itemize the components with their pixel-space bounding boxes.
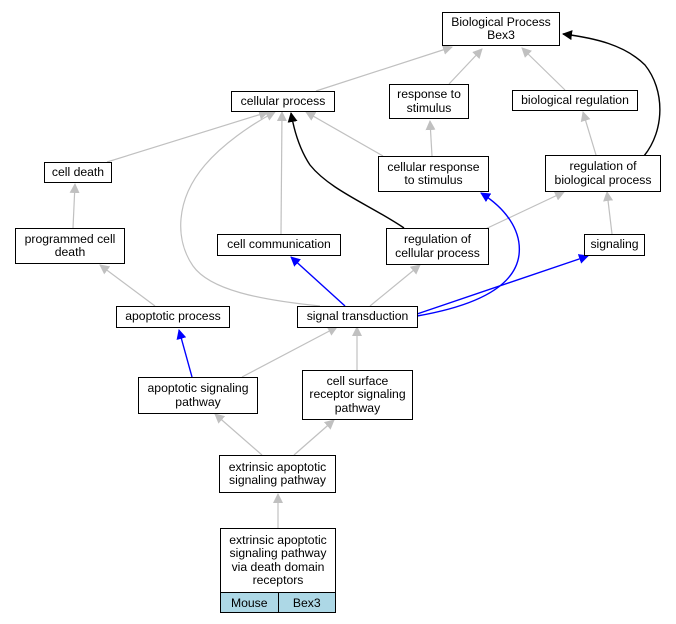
- edge-cellular-response-to-cellular-process: [305, 111, 384, 157]
- annotation-row: Mouse Bex3: [221, 592, 335, 612]
- node-cellular-response-to-stimulus[interactable]: cellular response to stimulus: [378, 156, 489, 192]
- node-cell-death[interactable]: cell death: [44, 162, 112, 183]
- node-cell-surface-receptor-signaling-pathway[interactable]: cell surface receptor signaling pathway: [302, 370, 413, 420]
- gene-cell: Bex3: [277, 593, 335, 612]
- edge-programmed-cell-death-to-cell-death: [69, 183, 80, 229]
- node-cellular-process[interactable]: cellular process: [231, 91, 335, 112]
- node-apoptotic-signaling-pathway[interactable]: apoptotic signaling pathway: [138, 377, 258, 414]
- node-extrinsic-apoptotic-signaling-pathway[interactable]: extrinsic apoptotic signaling pathway: [219, 455, 336, 493]
- edge-signal-transduction-to-cellular-response-hl: [416, 192, 521, 317]
- edge-regulation-bio-to-biological-process-regulates: [562, 30, 661, 157]
- edge-regulation-cellular-to-cellular-process-regulates: [287, 112, 405, 229]
- node-cell-communication[interactable]: cell communication: [217, 234, 341, 256]
- node-biological-regulation[interactable]: biological regulation: [512, 90, 638, 111]
- node-signal-transduction[interactable]: signal transduction: [297, 306, 418, 328]
- node-programmed-cell-death[interactable]: programmed cell death: [15, 228, 125, 264]
- node-extrinsic-apoptotic-via-death-domain-receptors[interactable]: extrinsic apoptotic signaling pathway vi…: [220, 528, 336, 613]
- edge-biological-regulation-to-biological-process: [521, 47, 566, 91]
- leaf-term-label: extrinsic apoptotic signaling pathway vi…: [229, 532, 327, 587]
- edge-cell-communication-to-cellular-process: [276, 111, 287, 235]
- edge-extrinsic-to-apoptotic-signaling: [214, 413, 263, 456]
- organism-cell: Mouse: [221, 593, 278, 612]
- edge-apoptotic-process-to-programmed-cell-death: [99, 264, 156, 307]
- node-signaling[interactable]: signaling: [584, 234, 645, 256]
- node-response-to-stimulus[interactable]: response to stimulus: [389, 84, 469, 119]
- edge-regulation-cellular-to-regulation-bio: [478, 191, 565, 233]
- edge-cellular-response-to-response-to-stimulus: [425, 120, 436, 157]
- edge-signaling-to-regulation-bio: [603, 191, 614, 235]
- edge-signal-transduction-to-cell-communication-hl: [290, 256, 346, 307]
- edge-signal-transduction-to-signaling-hl: [416, 254, 589, 315]
- node-regulation-of-cellular-process[interactable]: regulation of cellular process: [386, 228, 489, 265]
- edge-response-to-stimulus-to-biological-process: [448, 48, 483, 85]
- edge-apoptotic-signaling-to-signal-transduction: [241, 326, 338, 378]
- edge-cell-death-to-cellular-process: [106, 109, 269, 163]
- edge-cellular-process-to-biological-process: [315, 45, 453, 92]
- node-biological-process[interactable]: Biological Process Bex3: [442, 12, 560, 46]
- node-apoptotic-process[interactable]: apoptotic process: [116, 306, 230, 328]
- node-regulation-of-biological-process[interactable]: regulation of biological process: [545, 155, 661, 192]
- edge-apoptotic-signaling-to-apoptotic-process-hl: [176, 329, 193, 378]
- edge-regulation-bio-process-to-biological-regulation: [580, 111, 597, 156]
- edge-extrinsic-to-cell-surface-receptor: [293, 419, 335, 456]
- edge-signal-transduction-to-regulation-cellular: [369, 264, 421, 307]
- edge-signal-transduction-to-cellular-process: [180, 111, 321, 307]
